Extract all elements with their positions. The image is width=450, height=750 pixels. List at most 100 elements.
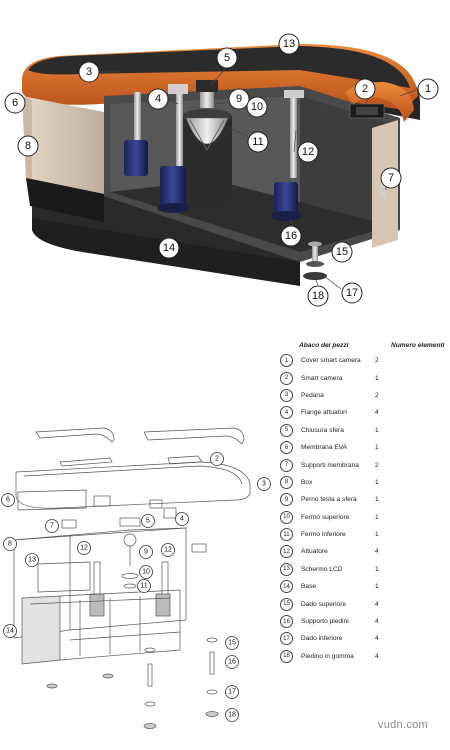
exploded-callout-2: 2 — [210, 452, 224, 466]
legend-row-qty: 4 — [375, 652, 379, 660]
legend-row-qty: 1 — [375, 531, 379, 539]
exploded-callout-8: 8 — [3, 537, 17, 551]
legend-row-name: Fermo superiore — [301, 513, 350, 521]
callout-14: 14 — [158, 237, 180, 259]
legend-row-number: 3 — [280, 388, 293, 402]
legend-row-name: Base — [301, 583, 317, 591]
svg-text:16: 16 — [228, 659, 236, 666]
svg-text:9: 9 — [144, 549, 148, 556]
svg-text:7: 7 — [388, 172, 394, 184]
callout-3: 3 — [78, 61, 100, 83]
legend-row-name: Dado inferiore — [301, 635, 343, 643]
svg-text:13: 13 — [283, 38, 295, 50]
legend-row-name: Supporto piedini — [301, 618, 349, 626]
svg-text:12: 12 — [302, 146, 314, 158]
svg-text:5: 5 — [146, 518, 150, 525]
svg-text:10: 10 — [142, 569, 150, 576]
svg-text:14: 14 — [6, 628, 14, 635]
legend-row-name: Smart camera — [301, 374, 343, 382]
exploded-callout-9: 9 — [139, 545, 153, 559]
svg-text:3: 3 — [262, 481, 266, 488]
exploded-callout-5: 5 — [141, 514, 155, 528]
legend-row-qty: 4 — [375, 618, 379, 626]
callout-13: 13 — [278, 33, 300, 55]
callout-2: 2 — [354, 78, 376, 100]
callout-18: 18 — [307, 285, 329, 307]
legend-row-name: Chiusura sfera — [301, 426, 344, 434]
legend-row-name: Piedino in gomma — [301, 652, 354, 660]
legend-row: 2 Smart camera 1 — [280, 369, 445, 386]
exploded-callout-10: 10 — [139, 565, 153, 579]
callout-11: 11 — [247, 131, 269, 153]
legend-row-number: 1 — [280, 354, 293, 368]
legend-row-qty: 2 — [375, 357, 379, 365]
legend-heading-qty: Numero elementi — [391, 341, 445, 349]
svg-text:2: 2 — [215, 456, 219, 463]
callout-5: 5 — [216, 47, 238, 69]
legend-row-qty: 1 — [375, 565, 379, 573]
svg-text:7: 7 — [50, 523, 54, 530]
callout-8: 8 — [17, 135, 39, 157]
legend-row-name: Attuatore — [301, 548, 328, 556]
exploded-callout-11: 11 — [137, 579, 151, 593]
legend-row-number: 8 — [280, 475, 293, 489]
svg-text:4: 4 — [180, 516, 184, 523]
svg-text:6: 6 — [6, 497, 10, 504]
legend-row-qty: 1 — [375, 374, 379, 382]
svg-text:16: 16 — [285, 230, 297, 242]
svg-text:17: 17 — [346, 287, 358, 299]
legend-row-qty: 4 — [375, 600, 379, 608]
svg-text:8: 8 — [25, 140, 31, 152]
svg-text:1: 1 — [425, 83, 431, 95]
exploded-callout-7: 7 — [45, 519, 59, 533]
svg-text:12: 12 — [80, 545, 88, 552]
callout-7: 7 — [380, 167, 402, 189]
legend-row-number: 11 — [280, 528, 293, 542]
exploded-drawing — [13, 427, 251, 729]
callout-9: 9 — [228, 88, 250, 110]
callouts-exploded: 2 3 6 4 7 5 8 12 9 13 12 10 11 14 15 16 … — [1, 452, 271, 722]
exploded-callout-4: 4 — [175, 512, 189, 526]
svg-text:9: 9 — [236, 93, 242, 105]
legend-row-number: 16 — [280, 615, 293, 629]
callout-1: 1 — [417, 78, 439, 100]
legend-row-number: 13 — [280, 562, 293, 576]
svg-text:8: 8 — [8, 541, 12, 548]
legend-row-qty: 1 — [375, 444, 379, 452]
legend-row-number: 17 — [280, 632, 293, 646]
callout-15: 15 — [331, 241, 353, 263]
svg-text:11: 11 — [140, 583, 147, 590]
legend-row-number: 14 — [280, 580, 293, 594]
legend-row-qty: 1 — [375, 513, 379, 521]
exploded-callout-16: 16 — [225, 655, 239, 669]
legend-row-name: Supporti membrana — [301, 461, 359, 469]
svg-text:10: 10 — [251, 101, 263, 113]
legend-row-name: Pedana — [301, 391, 324, 399]
callout-12: 12 — [297, 141, 319, 163]
svg-text:17: 17 — [228, 689, 236, 696]
legend-row-name: Dado superiore — [301, 600, 347, 608]
exploded-callout-12: 12 — [77, 541, 91, 555]
svg-text:3: 3 — [86, 66, 92, 78]
exploded-callout-13: 13 — [25, 553, 39, 567]
legend-row-number: 2 — [280, 371, 293, 385]
legend-row-number: 4 — [280, 406, 293, 420]
legend-row: 10 Fermo superiore 1 — [280, 509, 445, 526]
legend-row-number: 10 — [280, 510, 293, 524]
svg-text:13: 13 — [28, 557, 36, 564]
legend-row-name: Perno testa a sfera — [301, 496, 357, 504]
